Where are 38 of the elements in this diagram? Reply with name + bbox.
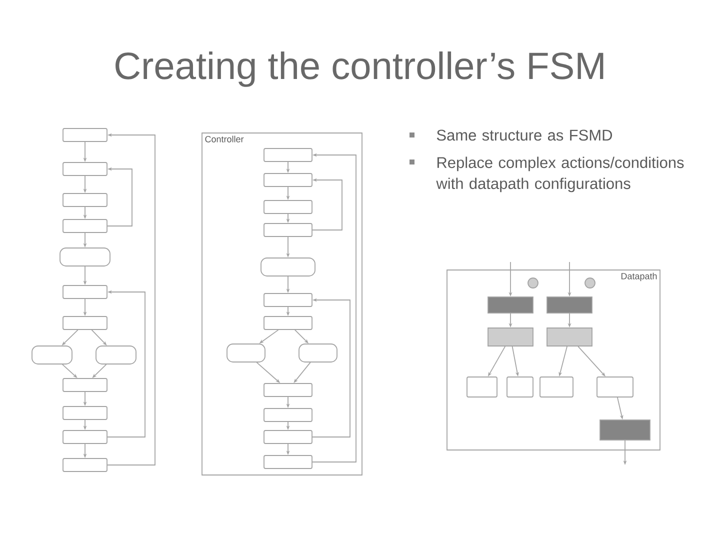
process-box bbox=[226, 344, 266, 362]
process-box bbox=[62, 430, 108, 444]
process-box bbox=[596, 376, 634, 398]
process-box bbox=[62, 162, 108, 176]
process-box bbox=[264, 430, 312, 444]
process-box bbox=[298, 344, 338, 362]
process-box bbox=[62, 285, 108, 299]
process-box bbox=[540, 376, 574, 398]
process-box bbox=[62, 378, 108, 392]
process-box bbox=[264, 383, 312, 397]
title: Creating the controller’s FSM bbox=[116, 51, 604, 87]
process-box bbox=[62, 406, 108, 420]
process-box bbox=[62, 458, 108, 472]
bullet-text: Replace complex actions/conditions with datapath configurations bbox=[436, 156, 684, 192]
process-box bbox=[62, 316, 108, 330]
process-box bbox=[260, 258, 316, 276]
process-box bbox=[264, 173, 312, 187]
process-box bbox=[264, 316, 312, 330]
process-box bbox=[466, 376, 498, 398]
process-box bbox=[264, 455, 312, 469]
process-box bbox=[60, 248, 110, 266]
process-box bbox=[62, 219, 108, 233]
block bbox=[546, 328, 592, 346]
process-box bbox=[32, 346, 72, 364]
process-box bbox=[264, 200, 312, 214]
block bbox=[488, 328, 534, 346]
process-box bbox=[96, 346, 136, 364]
block bbox=[488, 296, 534, 314]
process-box bbox=[62, 193, 108, 207]
process-box bbox=[264, 148, 312, 162]
process-box bbox=[506, 376, 534, 398]
block bbox=[600, 420, 650, 440]
block bbox=[546, 296, 592, 314]
bullet-text: Same structure as FSMD bbox=[436, 130, 612, 141]
process-box bbox=[264, 408, 312, 422]
process-box bbox=[264, 293, 312, 307]
process-box bbox=[264, 223, 312, 237]
process-box bbox=[62, 128, 108, 142]
